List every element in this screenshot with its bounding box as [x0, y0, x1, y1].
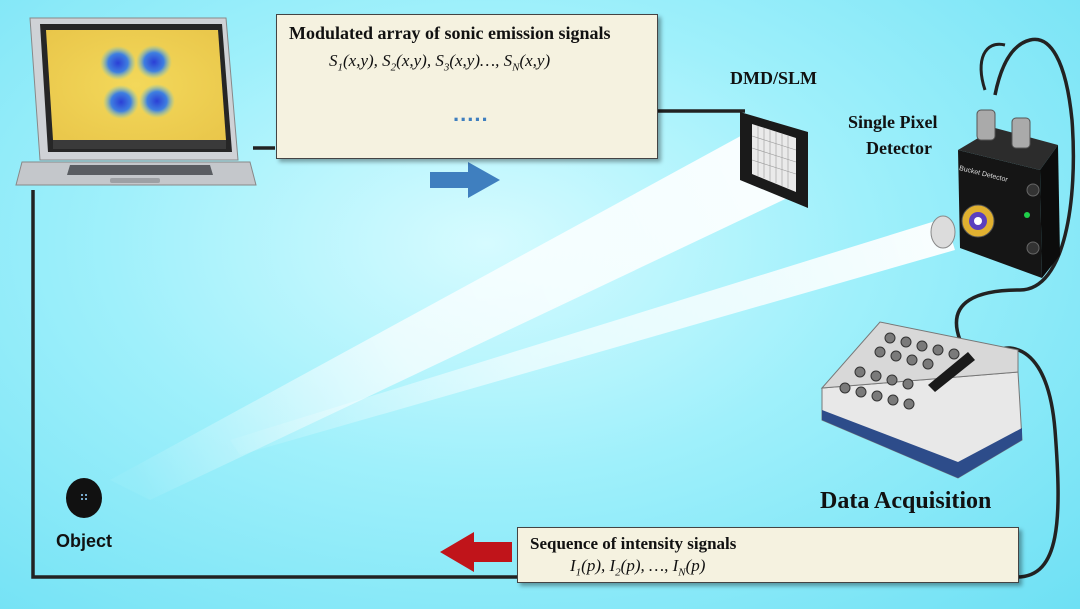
modulation-box: Modulated array of sonic emission signal…: [276, 14, 658, 159]
laptop-icon: [15, 17, 257, 186]
pattern-ellipsis: .....: [453, 101, 489, 126]
detector-label-line2: Detector: [866, 138, 932, 158]
detector-cable-loop: [979, 42, 1006, 91]
light-beams: [110, 120, 955, 500]
dmd-slm-icon: [740, 112, 808, 208]
dmd-label: DMD/SLM: [730, 68, 817, 88]
object-icon: [66, 478, 102, 518]
daq-label: Data Acquisition: [820, 488, 992, 514]
bucket-detector-icon: [930, 109, 1060, 278]
blue-arrow-icon: [430, 162, 500, 198]
object-label: Object: [56, 531, 113, 551]
modulation-title: Modulated array of sonic emission signal…: [289, 23, 611, 43]
detector-label-line1: Single Pixel: [848, 112, 938, 132]
sequence-box: Sequence of intensity signals I1(p), I2(…: [517, 527, 1019, 583]
projection-beam: [110, 120, 800, 500]
daq-to-detector-cable: [954, 37, 1076, 341]
laptop-to-sequence-cable: [31, 190, 517, 579]
modulation-formula: S1(x,y), S2(x,y), S3(x,y)…, SN(x,y): [329, 51, 551, 74]
sequence-formula: I1(p), I2(p), …, IN(p): [570, 556, 706, 579]
daq-device-icon: [820, 321, 1023, 479]
sequence-title: Sequence of intensity signals: [530, 534, 737, 553]
red-arrow-icon: [440, 532, 512, 572]
collection-beam: [230, 218, 955, 455]
